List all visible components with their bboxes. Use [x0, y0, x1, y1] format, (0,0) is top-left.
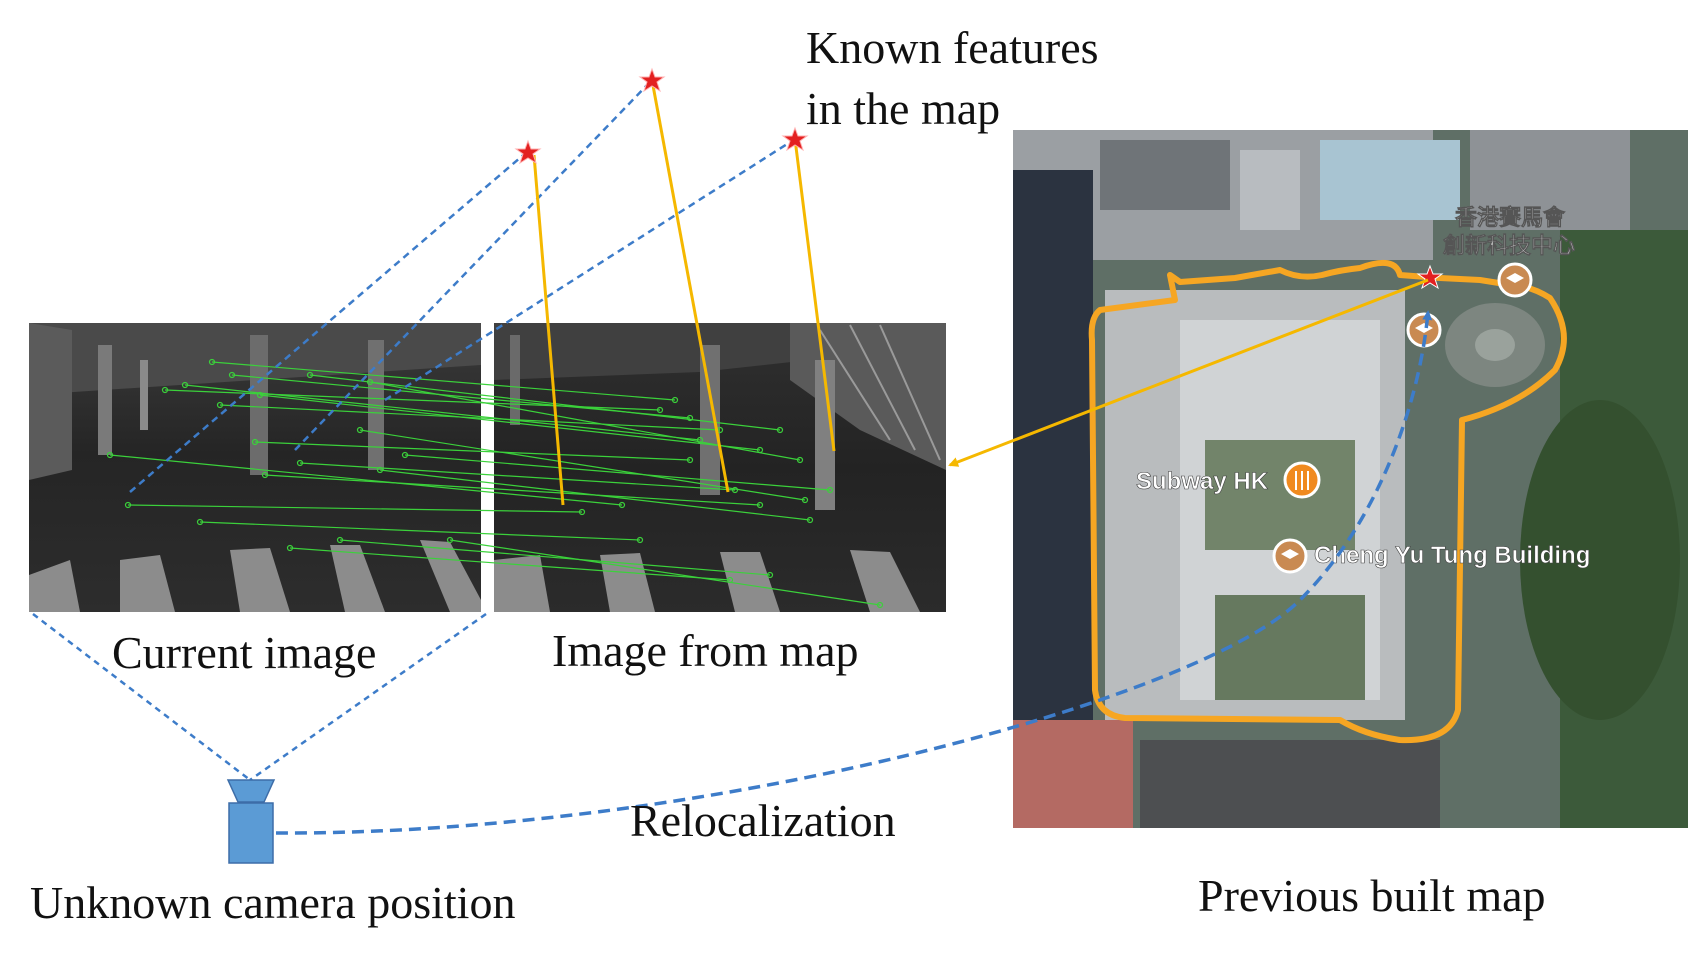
feature-match-line [127, 504, 583, 513]
feature-keypoint [196, 518, 204, 526]
feature-keypoint [286, 544, 294, 552]
feature-keypoint [826, 486, 834, 494]
feature-keypoint [306, 371, 314, 379]
feature-match-line [199, 521, 641, 541]
feature-keypoint [106, 451, 114, 459]
feature-match-line [404, 454, 831, 491]
feature-keypoint [876, 601, 884, 609]
feature-keypoint [636, 536, 644, 544]
feature-match-line [449, 539, 881, 606]
feature-keypoint [366, 378, 374, 386]
feature-keypoint [796, 456, 804, 464]
feature-match-line [254, 441, 691, 461]
feature-keypoint [401, 451, 409, 459]
feature-keypoint [251, 438, 259, 446]
education-pin-icon [1497, 262, 1533, 298]
camera-rays [129, 79, 796, 493]
known-features-label-line1: Known features [806, 22, 1099, 73]
feature-keypoint [696, 436, 704, 444]
feature-keypoint [618, 501, 626, 509]
trajectory-path [1088, 259, 1567, 744]
feature-keypoint [228, 371, 236, 379]
feature-match-line [211, 361, 676, 401]
feature-keypoint [336, 536, 344, 544]
feature-match-line [264, 474, 761, 506]
feature-keypoint [671, 396, 679, 404]
feature-keypoint [686, 414, 694, 422]
relocalization-label: Relocalization [630, 795, 896, 846]
feature-match-line [109, 454, 623, 506]
feature-match-line [299, 462, 736, 491]
feature-match-line [289, 547, 731, 581]
feature-keypoint [296, 459, 304, 467]
image-from-map-label: Image from map [552, 625, 859, 676]
feature-keypoint [578, 508, 586, 516]
feature-keypoint [776, 426, 784, 434]
feature-star-icon [781, 126, 809, 152]
current-image-label: Current image [112, 627, 376, 678]
previous-map-label: Previous built map [1198, 870, 1546, 921]
map-label-jockey-2: 創新科技中心 [1443, 233, 1575, 258]
feature-match-line [369, 381, 801, 461]
restaurant-pin-icon [1283, 461, 1321, 499]
map-label-building: Cheng Yu Tung Building [1314, 542, 1590, 569]
feature-keypoint [806, 516, 814, 524]
feature-keypoint [356, 426, 364, 434]
feature-match-line [259, 394, 761, 451]
map-label-subway: Subway HK [1136, 468, 1269, 495]
unknown-camera-label: Unknown camera position [30, 877, 515, 928]
satellite-map [1013, 130, 1688, 828]
feature-keypoint [216, 401, 224, 409]
map-image-photo [494, 323, 946, 612]
current-image-photo [29, 323, 481, 612]
feature-keypoint [686, 456, 694, 464]
feature-keypoint [161, 386, 169, 394]
feature-match-lines [106, 358, 884, 609]
feature-star-icon [638, 67, 666, 93]
map-label-jockey-1: 香港賽馬會 [1455, 205, 1566, 230]
feature-match-line [309, 374, 781, 431]
education-pin-icon [1406, 312, 1442, 348]
camera-icon [226, 779, 276, 864]
relocalization-curve [275, 310, 1433, 835]
projection-lines [532, 79, 836, 506]
education-pin-icon [1272, 538, 1308, 574]
feature-keypoint [124, 501, 132, 509]
feature-keypoint [181, 381, 189, 389]
camera-frustum [32, 612, 487, 782]
feature-keypoint [376, 466, 384, 474]
feature-match-line [339, 539, 771, 576]
feature-keypoint [208, 358, 216, 366]
feature-keypoint [766, 571, 774, 579]
feature-star-icon [514, 139, 542, 165]
feature-keypoint [256, 391, 264, 399]
feature-keypoint [261, 471, 269, 479]
map-to-image-arrow [948, 278, 1429, 467]
feature-keypoint [656, 406, 664, 414]
feature-match-line [184, 384, 701, 441]
feature-match-line [359, 429, 806, 501]
feature-keypoint [756, 501, 764, 509]
feature-keypoint [446, 536, 454, 544]
known-features-label-line2: in the map [806, 83, 1000, 134]
feature-keypoint [801, 496, 809, 504]
feature-keypoint [731, 486, 739, 494]
